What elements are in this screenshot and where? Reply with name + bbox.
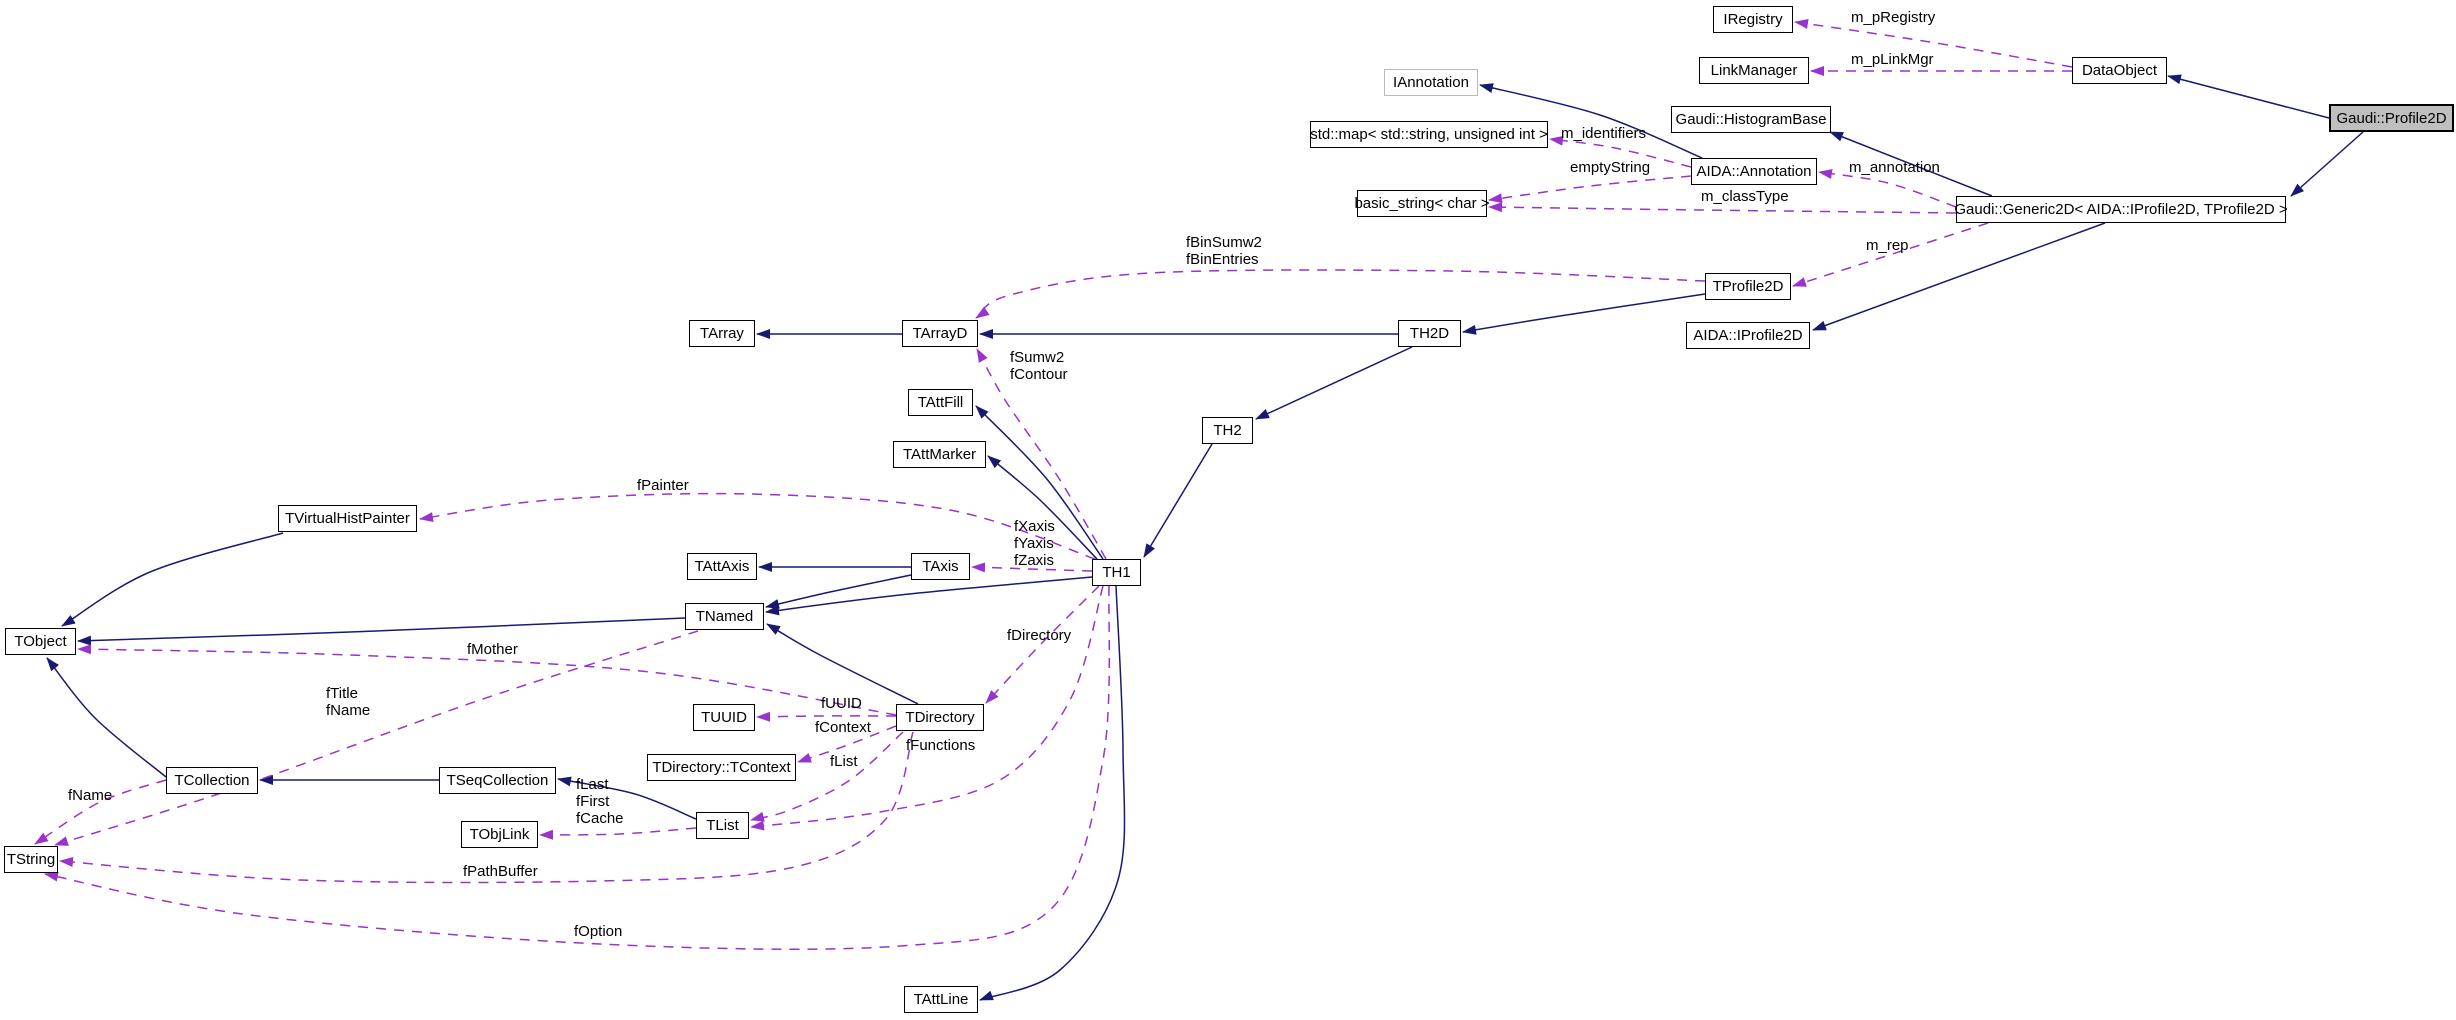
class-node-std-map[interactable]: std::map< std::string, unsigned int > bbox=[1310, 121, 1548, 148]
class-node-tarrayd[interactable]: TArrayD bbox=[902, 320, 978, 347]
class-node-tlist[interactable]: TList bbox=[696, 812, 749, 839]
edge-tlist-to-tobjlink bbox=[539, 827, 697, 840]
class-node-basic-string[interactable]: basic_string< char > bbox=[1354, 190, 1490, 217]
edge-gaudi-generic2d-to-basic-string bbox=[1488, 202, 1957, 214]
edge-tdirectory-to-tuuid bbox=[756, 711, 897, 722]
edge-th1-to-tlist bbox=[750, 585, 1104, 831]
edge-tlist-to-tseqcollection bbox=[557, 776, 697, 820]
edge-taxis-to-tnamed bbox=[765, 574, 912, 609]
edge-tvirtualhistpainter-to-tobject bbox=[61, 532, 284, 627]
class-node-tvirtualhistpainter[interactable]: TVirtualHistPainter bbox=[278, 505, 417, 532]
class-node-tobject[interactable]: TObject bbox=[5, 628, 76, 655]
class-node-tuuid[interactable]: TUUID bbox=[693, 704, 755, 731]
edge-aida-annotation-to-iannotation bbox=[1479, 83, 1703, 159]
class-node-tattline[interactable]: TAttLine bbox=[904, 986, 978, 1013]
edge-th2d-to-th2 bbox=[1255, 346, 1413, 420]
class-node-th2[interactable]: TH2 bbox=[1202, 417, 1253, 444]
edge-th1-to-tstring bbox=[44, 585, 1111, 951]
edge-th1-to-tattfill bbox=[975, 405, 1104, 560]
class-node-tseqcollection[interactable]: TSeqCollection bbox=[439, 767, 556, 794]
edge-tnamed-to-tstring bbox=[54, 630, 699, 846]
edge-gaudi-generic2d-to-aida-iprofile2d bbox=[1812, 222, 2106, 331]
class-node-tnamed[interactable]: TNamed bbox=[685, 603, 764, 630]
edge-tdirectory-to-tstring bbox=[59, 731, 914, 884]
edge-th1-to-tattmarker bbox=[987, 455, 1098, 560]
class-node-aida-iprofile2d[interactable]: AIDA::IProfile2D bbox=[1686, 322, 1810, 349]
edge-dataobject-to-iregistry bbox=[1794, 18, 2073, 68]
edge-tdirectory-to-tdirectory-tcontext bbox=[797, 725, 897, 763]
class-node-taxis[interactable]: TAxis bbox=[911, 553, 970, 580]
edge-tcollection-to-tstring bbox=[34, 779, 167, 845]
class-node-iannotation[interactable]: IAnnotation bbox=[1384, 69, 1478, 96]
class-node-linkmanager[interactable]: LinkManager bbox=[1699, 57, 1809, 84]
class-node-tattmarker[interactable]: TAttMarker bbox=[893, 441, 986, 468]
class-node-tobjlink[interactable]: TObjLink bbox=[461, 821, 538, 848]
class-node-dataobject[interactable]: DataObject bbox=[2072, 57, 2167, 84]
edge-gaudi-profile2d-to-gaudi-generic2d bbox=[2290, 131, 2364, 197]
edge-aida-annotation-to-basic-string bbox=[1488, 175, 1692, 204]
edge-tprofile2d-to-th2d bbox=[1462, 293, 1706, 335]
edge-tprofile2d-to-tarrayd bbox=[975, 269, 1706, 319]
class-node-gaudi-profile2d: Gaudi::Profile2D bbox=[2329, 104, 2454, 132]
edge-tdirectory-to-tobject bbox=[77, 644, 897, 716]
edge-tdirectory-to-tnamed bbox=[766, 623, 919, 705]
edge-gaudi-generic2d-to-gaudi-histogrambase bbox=[1829, 131, 1993, 197]
edge-th2-to-th1 bbox=[1143, 443, 1213, 558]
class-node-tattfill[interactable]: TAttFill bbox=[908, 389, 973, 416]
class-node-iregistry[interactable]: IRegistry bbox=[1713, 6, 1793, 33]
edge-gaudi-generic2d-to-tprofile2d bbox=[1792, 222, 1989, 287]
class-node-th1[interactable]: TH1 bbox=[1092, 559, 1141, 586]
edge-th1-to-tnamed bbox=[765, 576, 1093, 616]
class-node-aida-annotation[interactable]: AIDA::Annotation bbox=[1691, 158, 1817, 185]
edge-th1-to-tdirectory bbox=[985, 585, 1100, 704]
class-node-tdirectory[interactable]: TDirectory bbox=[896, 704, 984, 731]
class-node-tstring[interactable]: TString bbox=[4, 846, 58, 873]
edge-th1-to-taxis bbox=[971, 562, 1093, 573]
edge-gaudi-generic2d-to-aida-annotation bbox=[1818, 169, 1957, 208]
class-node-gaudi-histogrambase[interactable]: Gaudi::HistogramBase bbox=[1671, 106, 1831, 133]
edge-aida-annotation-to-std-map bbox=[1549, 135, 1692, 168]
class-node-tprofile2d[interactable]: TProfile2D bbox=[1705, 273, 1791, 300]
class-node-gaudi-generic2d[interactable]: Gaudi::Generic2D< AIDA::IProfile2D, TPro… bbox=[1954, 196, 2288, 223]
edge-th1-to-tvirtualhistpainter bbox=[419, 492, 1096, 560]
class-node-th2d[interactable]: TH2D bbox=[1398, 320, 1461, 347]
class-node-tcollection[interactable]: TCollection bbox=[166, 767, 258, 794]
class-node-tarray[interactable]: TArray bbox=[689, 320, 755, 347]
edge-gaudi-profile2d-to-dataobject bbox=[2167, 74, 2330, 119]
edge-th1-to-tattline bbox=[979, 585, 1126, 1001]
edge-th1-to-tarrayd bbox=[976, 348, 1107, 560]
edge-tcollection-to-tobject bbox=[46, 657, 167, 778]
class-node-tdirectory-tcontext[interactable]: TDirectory::TContext bbox=[647, 754, 796, 781]
class-node-tattaxis[interactable]: TAttAxis bbox=[687, 553, 757, 580]
edge-tnamed-to-tobject bbox=[77, 617, 686, 646]
